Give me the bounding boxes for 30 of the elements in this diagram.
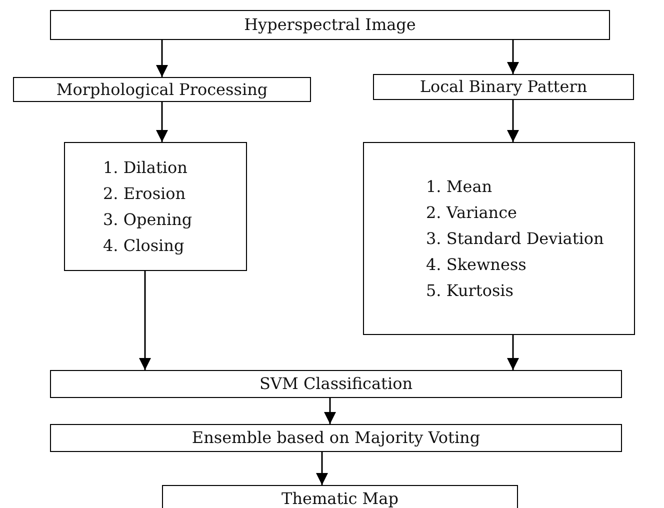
box-label: Local Binary Pattern bbox=[420, 76, 588, 98]
box-label: Ensemble based on Majority Voting bbox=[192, 427, 480, 449]
list-item: 5. Kurtosis bbox=[426, 280, 514, 302]
list-item: 1. Mean bbox=[426, 176, 492, 198]
arrow bbox=[507, 40, 519, 74]
arrow bbox=[139, 271, 151, 370]
list-item: 4. Closing bbox=[103, 234, 184, 256]
box-label: Hyperspectral Image bbox=[244, 14, 416, 36]
arrow bbox=[156, 40, 168, 77]
process-box bbox=[50, 424, 622, 452]
process-box bbox=[13, 77, 311, 102]
box-label: Thematic Map bbox=[282, 488, 398, 508]
arrow bbox=[156, 102, 168, 142]
process-box bbox=[50, 370, 622, 398]
list-item: 3. Standard Deviation bbox=[426, 228, 604, 250]
box-label: SVM Classification bbox=[259, 373, 413, 395]
list-item: 2. Variance bbox=[426, 202, 518, 224]
arrow bbox=[507, 100, 519, 142]
process-box bbox=[363, 142, 635, 335]
box-label: Morphological Processing bbox=[56, 78, 268, 100]
list-item: 2. Erosion bbox=[103, 182, 186, 204]
arrow bbox=[324, 398, 336, 424]
list-item: 4. Skewness bbox=[426, 254, 526, 276]
arrow bbox=[316, 452, 328, 485]
process-box bbox=[64, 142, 247, 271]
list-item: 1. Dilation bbox=[103, 156, 188, 178]
process-box bbox=[373, 74, 634, 100]
list-item: 3. Opening bbox=[103, 208, 192, 230]
process-box bbox=[50, 10, 610, 40]
arrow bbox=[507, 335, 519, 370]
